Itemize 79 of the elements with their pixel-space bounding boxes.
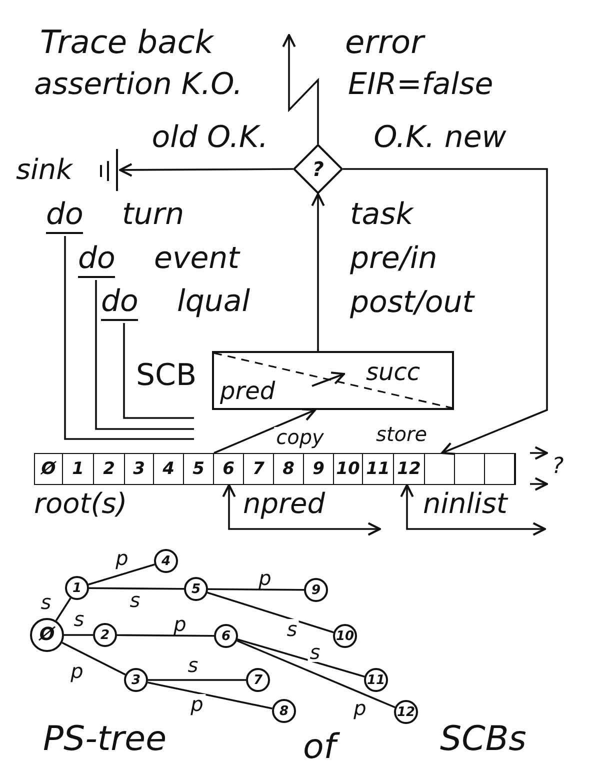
tree-node-circle: Ø	[30, 618, 64, 652]
tree-edge	[64, 634, 93, 636]
tree-node-circle: 10	[333, 624, 357, 648]
arrow	[214, 408, 316, 454]
empty-array-cell	[485, 453, 515, 485]
annotation-text: post/out	[350, 288, 474, 318]
tree-edge	[148, 679, 246, 681]
box-heading: SCB	[136, 361, 197, 391]
tree-node-circle: 3	[124, 668, 148, 692]
array-cell: 3	[125, 453, 154, 485]
keyword: do	[101, 287, 138, 321]
decision-diamond: ?	[293, 144, 343, 194]
empty-array-cell	[425, 453, 455, 485]
annotation-text: pre/in	[350, 244, 438, 274]
field-label: succ	[366, 360, 420, 384]
tree-edge	[237, 638, 365, 678]
arrow	[343, 168, 548, 456]
tree-node-circle: 9	[304, 578, 328, 602]
array-cell: 1	[63, 453, 94, 485]
connector-line	[123, 323, 194, 419]
statement-label: turn	[122, 200, 184, 230]
annotation-text: npred	[243, 490, 326, 518]
connector-line	[95, 280, 194, 430]
array-cell: 11	[363, 453, 394, 485]
array-cell: 5	[184, 453, 214, 485]
annotation-text: assertion K.O.	[34, 70, 243, 100]
edge-label: copy	[274, 427, 326, 447]
caption-text: SCBs	[440, 722, 526, 756]
annotation-text: EIR=false	[348, 70, 494, 100]
arrow	[222, 484, 382, 536]
tree-node-circle: 4	[154, 549, 178, 573]
tree-node-circle: 5	[184, 577, 208, 601]
array-cell: 8	[274, 453, 304, 485]
arrow	[118, 163, 293, 177]
tree-node-circle: 6	[214, 624, 238, 648]
annotation-text: Trace back	[40, 26, 214, 58]
array-cell: 12	[394, 453, 425, 485]
edge-label: s	[284, 619, 300, 639]
annotation-text: store	[376, 424, 428, 444]
array-cell: 4	[154, 453, 184, 485]
tree-node-circle: 2	[93, 623, 117, 647]
tree-node-circle: 8	[272, 699, 296, 723]
annotation-text: task	[350, 200, 414, 230]
tree-node-circle: 12	[394, 700, 418, 724]
connector-line	[64, 236, 194, 440]
array-cell: 2	[94, 453, 125, 485]
annotation-text: root(s)	[34, 490, 128, 518]
tree-edge	[55, 598, 72, 622]
empty-array-cell	[455, 453, 485, 485]
tree-edge	[208, 588, 304, 591]
tree-edge	[236, 640, 396, 708]
annotation-text: error	[345, 26, 424, 58]
caption-text: PS-tree	[43, 722, 166, 756]
tree-node-circle: 7	[246, 668, 270, 692]
tree-node-circle: 1	[65, 576, 89, 600]
tree-edge	[148, 682, 272, 710]
keyword: do	[46, 200, 84, 234]
statement-label: lqual	[177, 287, 250, 317]
keyword: do	[78, 244, 116, 278]
statement-label: event	[154, 244, 240, 274]
edge-label: p	[188, 694, 206, 714]
array-cell: 9	[304, 453, 334, 485]
terminal-label: sink	[16, 156, 72, 184]
tree-node-circle: 11	[364, 668, 388, 692]
arrow	[400, 484, 546, 536]
array-cell: Ø	[34, 453, 63, 485]
tree-edge	[88, 564, 155, 586]
tree-edge	[89, 587, 184, 590]
array-cell: 6	[214, 453, 244, 485]
annotation-text: ninlist	[423, 490, 508, 518]
field-label: pred	[220, 379, 276, 403]
array-cell: 10	[334, 453, 363, 485]
tree-edge	[207, 592, 334, 634]
tree-edge	[117, 634, 214, 637]
tree-edge	[62, 642, 126, 676]
array-cell: 7	[244, 453, 274, 485]
arrow	[311, 192, 325, 351]
arrow	[282, 34, 319, 144]
annotation-text: ?	[552, 456, 564, 478]
